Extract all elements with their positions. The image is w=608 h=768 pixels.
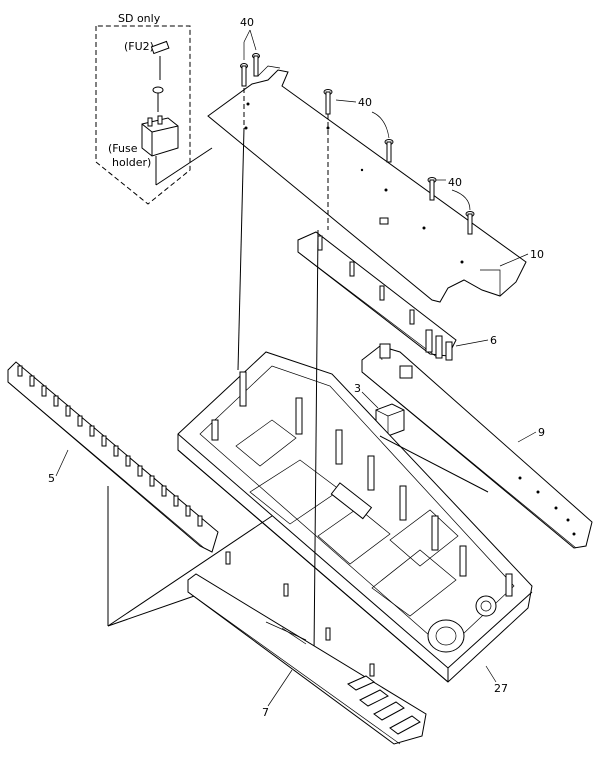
fuse-holder-icon: [141, 115, 179, 185]
key-strip-part-5: [7, 361, 219, 553]
sd-only-inset: SD only (FU2) (Fuse holder): [95, 12, 191, 205]
bracket-rail: [297, 231, 457, 361]
holder-label-2: holder): [112, 156, 151, 169]
main-chassis-part-27: [177, 351, 533, 683]
callout-9: 9: [538, 426, 545, 439]
callout-40a: 40: [240, 16, 254, 29]
guide-line: [107, 515, 273, 627]
guide-line: [107, 593, 201, 627]
screw-icon: [240, 63, 248, 87]
callout-40c: 40: [448, 176, 462, 189]
guide-line: [379, 435, 489, 493]
callout-27: 27: [494, 682, 508, 695]
callout-40b: 40: [358, 96, 372, 109]
screws-part-40: [240, 29, 475, 235]
fuse-icon: [150, 40, 170, 80]
screw-icon: [252, 53, 260, 77]
inset-title: SD only: [118, 12, 161, 25]
rail-part-9: [361, 343, 593, 549]
callout-5: 5: [48, 472, 55, 485]
bottom-cover-part-7: [187, 551, 427, 745]
inset-leader: [155, 147, 213, 186]
alignment-line: [237, 127, 245, 371]
alignment-line: [313, 229, 319, 655]
screw-icon: [323, 89, 333, 115]
top-plate-part-10: [207, 65, 527, 303]
screw-icon: [427, 177, 437, 201]
callout-3: 3: [354, 382, 361, 395]
callout-7: 7: [262, 706, 269, 719]
callout-10: 10: [530, 248, 544, 261]
holder-label-1: (Fuse: [108, 142, 138, 155]
screw-icon: [384, 139, 394, 163]
screw-icon: [152, 86, 164, 112]
fuse-label: (FU2): [124, 40, 154, 53]
key-strip-teeth: [17, 365, 203, 527]
screw-icon: [465, 211, 475, 235]
callout-6: 6: [490, 334, 497, 347]
